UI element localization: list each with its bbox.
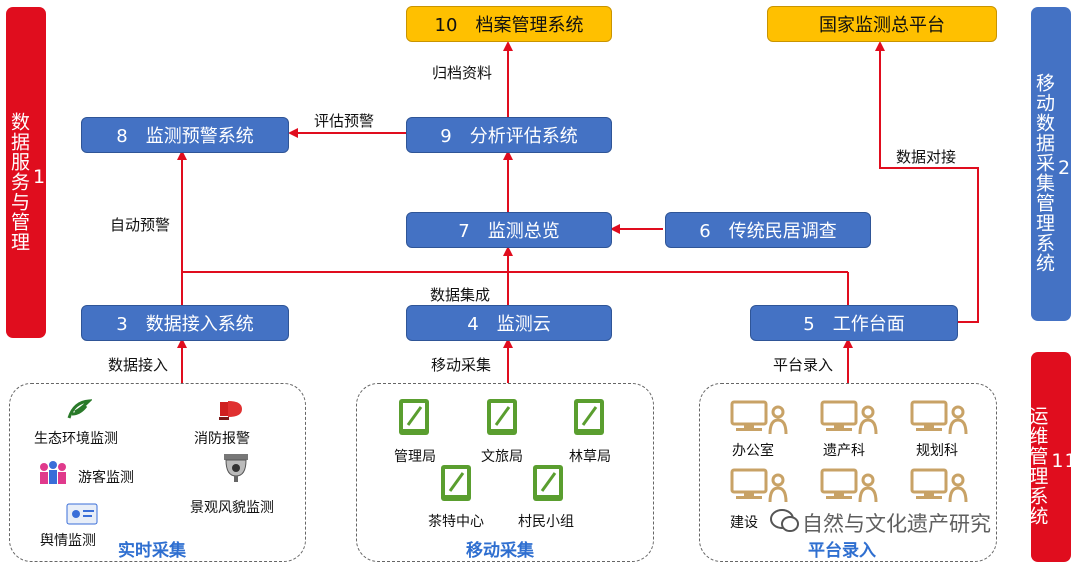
leaf-icon (66, 398, 93, 424)
item-admin-bureau: 管理局 (394, 449, 436, 465)
alarm-icon (218, 398, 246, 424)
camera-icon (220, 452, 252, 490)
item-visitor-monitor: 游客监测 (78, 470, 134, 486)
label-data-integration: 数据集成 (430, 286, 491, 304)
workstation-icon (820, 400, 880, 440)
item-eco-monitor: 生态环境监测 (34, 431, 118, 447)
label-platform-entry: 平台录入 (773, 356, 834, 374)
box-monitor-overview: 7 监测总览 (406, 212, 612, 248)
panel-mobile-title: 移动采集 (466, 541, 534, 561)
label-auto-warn: 自动预警 (110, 216, 171, 234)
panel-mobile (356, 383, 654, 562)
label-archive: 归档资料 (432, 64, 493, 82)
box-analysis-system: 9 分析评估系统 (406, 117, 612, 153)
tablet-icon (486, 398, 518, 440)
box-warning-system: 8 监测预警系统 (81, 117, 289, 153)
side-number: 11 (1051, 450, 1078, 472)
workstation-icon (730, 400, 790, 440)
side-number: 2 (1057, 157, 1072, 179)
workstation-icon (820, 468, 880, 508)
box-dwelling-survey: 6 传统民居调查 (665, 212, 871, 248)
item-heritage-dept: 遗产科 (823, 443, 865, 459)
panel-realtime (9, 383, 306, 562)
box-data-access: 3 数据接入系统 (81, 305, 289, 341)
wechat-icon (770, 508, 800, 538)
tablet-icon (440, 464, 472, 506)
item-planning-dept: 规划科 (916, 443, 958, 459)
tablet-icon (573, 398, 605, 440)
item-tea-center: 茶特中心 (428, 514, 484, 530)
watermark-text: 自然与文化遗产研究 (802, 512, 991, 536)
workstation-icon (910, 468, 970, 508)
box-archive-system: 10 档案管理系统 (406, 6, 612, 42)
box-monitor-cloud: 4 监测云 (406, 305, 612, 341)
tablet-icon (398, 398, 430, 440)
label-assess-warn: 评估预警 (314, 112, 375, 130)
side-text: 数据服务与管理 (7, 111, 30, 252)
label-data-access: 数据接入 (108, 356, 169, 374)
panel-platform (699, 383, 997, 562)
id-card-icon (66, 503, 98, 529)
item-village-group: 村民小组 (518, 514, 574, 530)
label-mobile-collect: 移动采集 (431, 356, 492, 374)
people-icon (36, 460, 70, 492)
workstation-icon (730, 468, 790, 508)
side-panel-data-service: 1 数据服务与管理 (6, 7, 46, 338)
item-construction: 建设 (730, 515, 758, 531)
box-national-platform: 国家监测总平台 (767, 6, 997, 42)
side-panel-mobile-collection: 2 移动数据采集管理系统 (1031, 7, 1071, 321)
label-data-docking: 数据对接 (896, 148, 957, 166)
side-text: 运维管理系统 (1026, 406, 1049, 526)
panel-realtime-title: 实时采集 (118, 541, 186, 561)
tablet-icon (532, 464, 564, 506)
side-number: 1 (32, 165, 47, 188)
item-office: 办公室 (732, 443, 774, 459)
item-forest-bureau: 林草局 (569, 449, 611, 465)
edge-5-to-national (875, 41, 979, 323)
workstation-icon (910, 400, 970, 440)
item-landscape-monitor: 景观风貌监测 (190, 500, 274, 516)
side-text: 移动数据采集管理系统 (1032, 73, 1055, 273)
item-fire-alarm: 消防报警 (194, 431, 250, 447)
side-panel-ops: 11 运维管理系统 (1026, 352, 1077, 562)
item-culture-bureau: 文旅局 (481, 449, 523, 465)
box-workbench: 5 工作台面 (750, 305, 958, 341)
panel-platform-title: 平台录入 (808, 541, 876, 561)
item-opinion-monitor: 舆情监测 (40, 533, 96, 549)
